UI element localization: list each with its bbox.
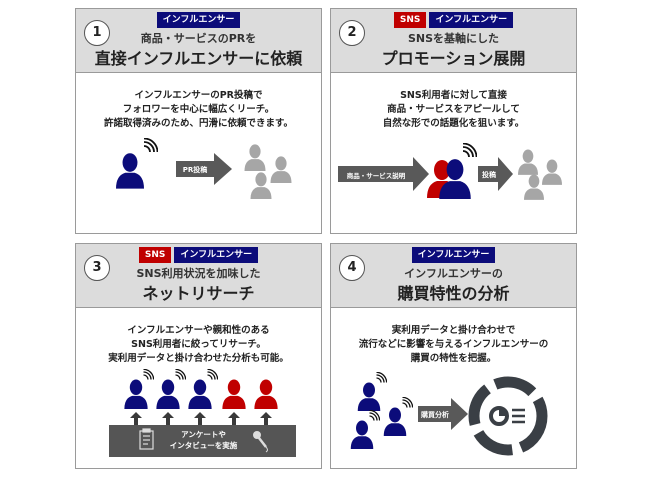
survey-label: アンケートや インタビューを実施: [156, 429, 251, 451]
survey-label-line: インタビューを実施: [169, 441, 238, 450]
panel-subtitle: SNS利用状況を加味した: [136, 267, 261, 280]
arrow-icon: [176, 153, 232, 185]
description-line: インフルエンサーや親和性のある: [127, 325, 270, 336]
arrow-label: PR投稿: [182, 166, 208, 174]
sns-badge: SNS: [393, 12, 427, 28]
arrow-label: 商品・サービス説明: [346, 172, 406, 180]
arrow-icon: [478, 157, 513, 191]
panel-description: SNS利用者に対して直接 商品・サービスをアピールして 自然な形での話題化を狙い…: [331, 89, 576, 131]
panel-title: 直接インフルエンサーに依頼: [94, 49, 303, 68]
description-line: 許諾取得済みのため、円滑に依頼できます。: [103, 118, 294, 129]
panel-description: 実利用データと掛け合わせで 流行などに影響を与えるインフルエンサーの 購買の特性…: [331, 324, 576, 366]
description-line: SNS利用者に絞ってリサーチ。: [131, 339, 266, 350]
description-line: フォロワーを中心に幅広くリーチ。: [122, 104, 275, 115]
influencer-person-icon: [350, 420, 374, 449]
step-number: 2: [339, 20, 365, 46]
influencer-person-icon: [357, 382, 381, 411]
panel-title: プロモーション展開: [381, 49, 526, 68]
signal-icon: [143, 138, 158, 153]
panel-body: SNS利用者に対して直接 商品・サービスをアピールして 自然な形での話題化を狙い…: [331, 73, 576, 235]
description-line: 自然な形での話題化を狙います。: [382, 118, 525, 129]
panel-body: 実利用データと掛け合わせで 流行などに影響を与えるインフルエンサーの 購買の特性…: [331, 308, 576, 470]
step-number: 4: [339, 255, 365, 281]
signal-icon: [462, 143, 477, 158]
step-number: 3: [84, 255, 110, 281]
description-line: 商品・サービスをアピールして: [387, 104, 520, 115]
influencer-badge: インフルエンサー: [429, 12, 514, 28]
sns-badge: SNS: [138, 247, 172, 263]
panel-net-research: 3 SNS インフルエンサー SNS利用状況を加味した ネットリサーチ インフル…: [75, 243, 322, 469]
up-arrows-icon: [130, 412, 272, 425]
panel-subtitle: SNSを基軸にした: [407, 32, 500, 45]
signal-icon: [368, 410, 380, 422]
influencer-person-icon: [188, 379, 212, 409]
clipboard-icon: [139, 428, 154, 450]
influencer-person-icon: [156, 379, 180, 409]
signal-icon: [401, 397, 413, 409]
description-line: 実利用データと掛け合わせで: [391, 325, 516, 336]
influencer-badge: インフルエンサー: [174, 247, 259, 263]
panel-header: 4 インフルエンサー インフルエンサーの 購買特性の分析: [331, 244, 576, 308]
panel-purchase-analysis: 4 インフルエンサー インフルエンサーの 購買特性の分析 実利用データと掛け合わ…: [330, 243, 577, 469]
influencer-person-icon: [383, 407, 407, 436]
arrow-icon: [418, 398, 468, 430]
panel-title: ネットリサーチ: [142, 284, 255, 303]
signal-icon: [375, 372, 387, 384]
influencer-person-icon: [116, 153, 144, 189]
panel-description: インフルエンサーのPR投稿で フォロワーを中心に幅広くリーチ。 許諾取得済みのた…: [76, 89, 321, 131]
follower-icon: [250, 172, 272, 199]
analysis-illustration: [350, 372, 548, 456]
survey-label-line: アンケートや: [181, 430, 226, 439]
panel-header: 2 SNS インフルエンサー SNSを基軸にした プロモーション展開: [331, 9, 576, 73]
arrow-icon: [338, 157, 429, 191]
panel-title: 購買特性の分析: [397, 284, 510, 303]
research-illustration: [109, 369, 296, 457]
panel-body: インフルエンサーのPR投稿で フォロワーを中心に幅広くリーチ。 許諾取得済みのた…: [76, 73, 321, 235]
signal-icon: [206, 369, 218, 381]
follower-icon: [244, 144, 266, 171]
influencer-badge: インフルエンサー: [156, 12, 241, 28]
follower-icon: [542, 159, 562, 185]
follower-icon: [518, 149, 538, 175]
panel-subtitle: インフルエンサーの: [404, 267, 503, 280]
panel-influencer-pr: 1 インフルエンサー 商品・サービスのPRを 直接インフルエンサーに依頼 インフ…: [75, 8, 322, 234]
promotion-illustration: [338, 143, 562, 200]
arrow-label: 購買分析: [421, 411, 449, 419]
panel-header: 1 インフルエンサー 商品・サービスのPRを 直接インフルエンサーに依頼: [76, 9, 321, 73]
description-line: SNS利用者に対して直接: [400, 90, 507, 101]
panel-body: インフルエンサーや親和性のある SNS利用者に絞ってリサーチ。 実利用データと掛…: [76, 308, 321, 470]
follower-icon: [270, 156, 292, 183]
arrow-label: 投稿: [482, 171, 496, 179]
signal-icon: [174, 369, 186, 381]
follower-icon: [524, 174, 544, 200]
panel-sns-promotion: 2 SNS インフルエンサー SNSを基軸にした プロモーション展開 SNS利用…: [330, 8, 577, 234]
sns-user-icon: [254, 379, 278, 409]
influencer-badge: インフルエンサー: [411, 247, 496, 263]
influencer-person-icon: [124, 379, 148, 409]
pr-illustration: [116, 138, 292, 199]
description-line: 購買の特性を把握。: [410, 353, 497, 364]
description-line: 流行などに影響を与えるインフルエンサーの: [358, 339, 549, 350]
step-number: 1: [84, 20, 110, 46]
microphone-icon: [253, 431, 268, 453]
panel-description: インフルエンサーや親和性のある SNS利用者に絞ってリサーチ。 実利用データと掛…: [76, 324, 321, 366]
signal-icon: [142, 369, 154, 381]
analytics-chart-icon: [468, 376, 548, 456]
panel-header: 3 SNS インフルエンサー SNS利用状況を加味した ネットリサーチ: [76, 244, 321, 308]
panel-subtitle: 商品・サービスのPRを: [140, 32, 257, 45]
description-line: インフルエンサーのPR投稿で: [134, 90, 263, 101]
sns-user-icon: [222, 379, 246, 409]
description-line: 実利用データと掛け合わせた分析も可能。: [108, 353, 289, 364]
